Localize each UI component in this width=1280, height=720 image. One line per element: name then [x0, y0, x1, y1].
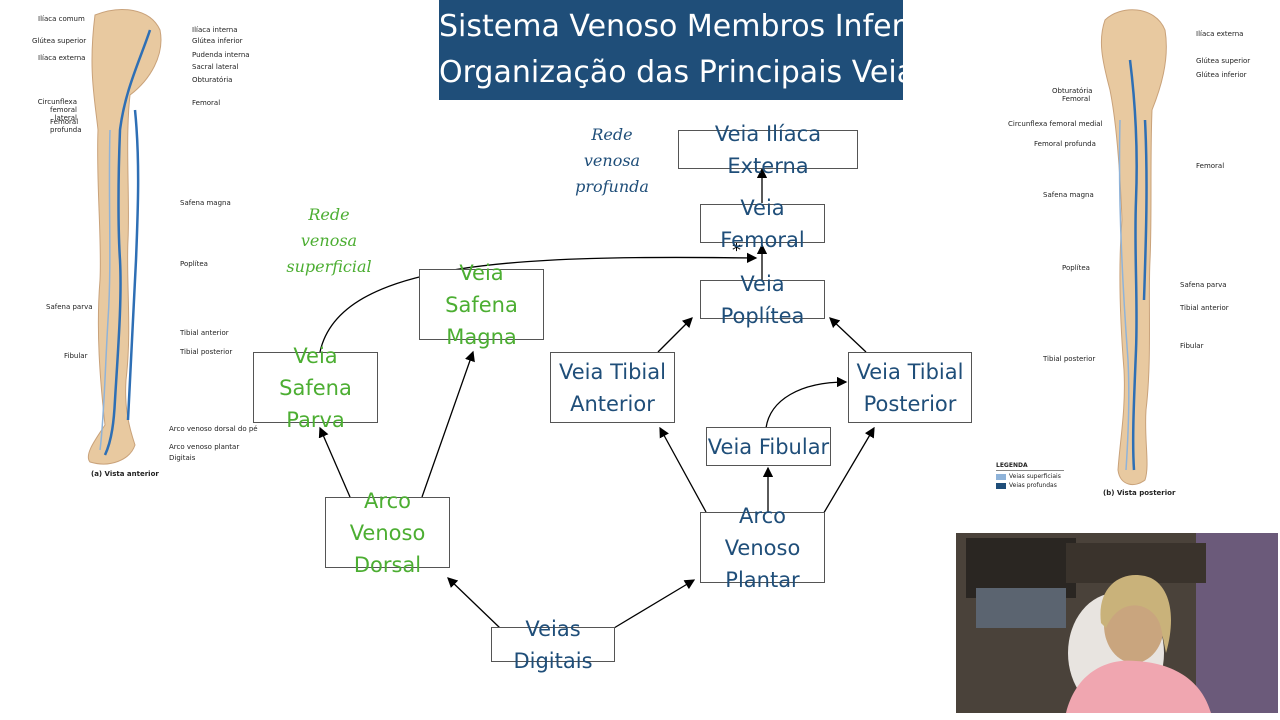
right-label-glutea-superior: Glútea superior: [1196, 57, 1251, 65]
arrow-tibial-post-to-poplitea: [829, 317, 867, 353]
left-label-iliaca-interna: Ilíaca interna: [192, 26, 238, 34]
right-label-femoral: Femoral: [1196, 162, 1225, 170]
left-label-glutea-superior: Glútea superior: [32, 37, 87, 45]
left-label-tibial-posterior: Tibial posterior: [180, 348, 233, 356]
anatomy-legend: LEGENDA Veias superficiais Veias profund…: [996, 462, 1064, 500]
left-label-tibial-anterior: Tibial anterior: [180, 329, 229, 337]
node-digitais: Veias Digitais: [491, 617, 615, 673]
title-line-2: Organização das Principais Veias: [439, 55, 931, 90]
left-label-femoral-profunda: Femoral profunda: [50, 118, 82, 134]
right-label-iliaca-externa: Ilíaca externa: [1196, 30, 1244, 38]
left-label-safena-parva: Safena parva: [46, 303, 93, 311]
right-label-femoral-profunda: Femoral profunda: [1034, 140, 1096, 148]
arrow-plantar-to-tibial-ant: [659, 426, 707, 513]
presenter-video-frame: [956, 533, 1278, 713]
node-iliaca-externa: Veia Ilíaca Externa: [678, 122, 858, 178]
arrow-digitais-to-plantar: [613, 579, 696, 629]
right-label-tibial-anterior: Tibial anterior: [1180, 304, 1229, 312]
arrow-fibular-to-tibial-post: [765, 376, 848, 429]
node-femoral: Veia Femoral: [700, 196, 825, 252]
right-label-tibial-posterior: Tibial posterior: [1043, 355, 1096, 363]
left-label-glutea-inferior: Glútea inferior: [192, 37, 243, 45]
right-label-safena-magna: Safena magna: [1043, 191, 1094, 199]
leg-anterior-illustration: [87, 9, 162, 465]
left-label-digitais: Digitais: [169, 454, 196, 462]
title-banner: Sistema Venoso Membros Inferiores Organi…: [439, 0, 977, 100]
left-label-safena-magna: Safena magna: [180, 199, 231, 207]
left-label-iliaca-comum: Ilíaca comum: [38, 15, 85, 23]
left-label-circunflexa: Circunflexa femoral lateral: [37, 98, 77, 122]
left-label-pudenda-interna: Pudenda interna: [192, 51, 250, 59]
right-label-circunflexa-medial: Circunflexa femoral medial: [1008, 120, 1103, 128]
legend-item-superficial: Veias superficiais: [996, 473, 1064, 480]
star-mark: *: [732, 240, 741, 261]
right-label-poplitea: Poplítea: [1062, 264, 1090, 272]
right-label-safena-parva: Safena parva: [1180, 281, 1227, 289]
left-label-obturatoria: Obturatória: [192, 76, 233, 84]
left-label-sacral-lateral: Sacral lateral: [192, 63, 239, 71]
right-label-obturatoria: Obturatória: [1052, 87, 1093, 95]
right-label-fibular: Fibular: [1180, 342, 1204, 350]
left-label-femoral: Femoral: [192, 99, 221, 107]
node-poplitea: Veia Poplítea: [700, 272, 825, 328]
legend-swatch-superficial: [996, 473, 1006, 480]
left-figure-caption: (a) Vista anterior: [91, 470, 159, 478]
title-line-1: Sistema Venoso Membros Inferiores: [439, 9, 977, 44]
arrow-dorsal-to-parva: [318, 426, 351, 498]
arrow-dorsal-to-magna: [421, 350, 475, 498]
right-label-glutea-inferior: Glútea inferior: [1196, 71, 1247, 79]
arrow-tibial-ant-to-poplitea: [657, 317, 693, 353]
left-label-arco-dorsal: Arco venoso dorsal do pé: [169, 425, 258, 433]
legend-title: LEGENDA: [996, 462, 1064, 471]
arrow-digitais-to-dorsal: [447, 577, 501, 629]
left-label-iliaca-externa: Ilíaca externa: [38, 54, 86, 62]
arrow-plantar-to-tibial-post: [821, 426, 875, 517]
presenter-webcam: [956, 533, 1278, 713]
legend-item-deep: Veias profundas: [996, 482, 1064, 489]
left-label-fibular: Fibular: [64, 352, 88, 360]
left-label-arco-plantar: Arco venoso plantar: [169, 443, 240, 451]
right-label-femoral-left: Femoral: [1062, 95, 1091, 103]
left-label-poplitea: Poplítea: [180, 260, 208, 268]
leg-posterior-illustration: [1100, 9, 1167, 486]
right-figure-caption: (b) Vista posterior: [1103, 489, 1176, 497]
legend-swatch-deep: [996, 482, 1006, 489]
node-fibular: Veia Fibular: [706, 427, 831, 466]
